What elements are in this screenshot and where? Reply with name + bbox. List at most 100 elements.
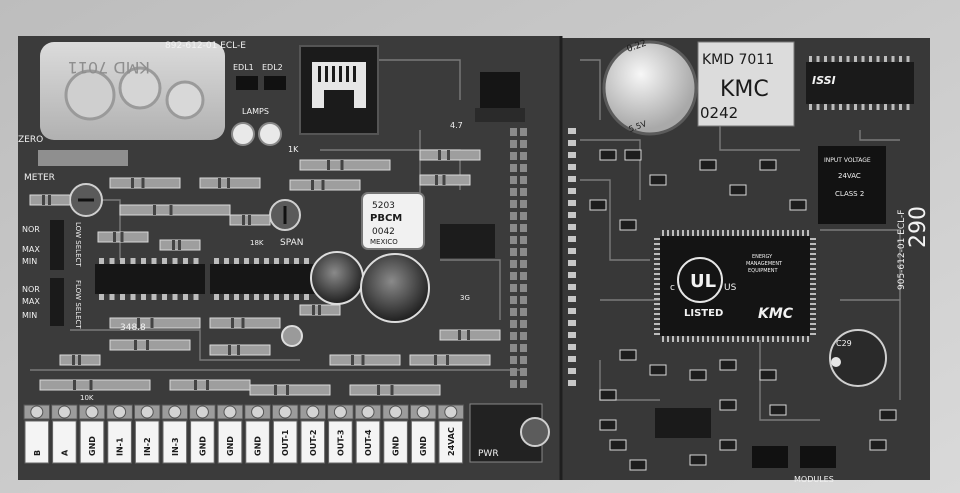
min-2-label: MIN — [22, 311, 37, 320]
label-3g: 3G — [460, 294, 470, 302]
power-led — [520, 417, 550, 447]
listed-text: LISTED — [684, 308, 723, 319]
terminal-label: OUT-1 — [281, 429, 290, 456]
terminal-label: OUT-3 — [336, 430, 345, 456]
ghost-label: KMD 7011 — [68, 58, 150, 77]
board-number: 290 — [906, 206, 931, 248]
min-1-label: MIN — [22, 257, 37, 266]
electrolytic-capacitor-1 — [310, 251, 364, 305]
electrolytic-capacitor-2 — [360, 253, 430, 323]
max-2-label: MAX — [22, 297, 40, 306]
terminal-label: 24VAC — [447, 427, 456, 456]
resistor-array — [29, 149, 897, 471]
dip-ic-2 — [210, 264, 315, 294]
label-10k: 10K — [80, 394, 94, 402]
class2-label: CLASS 2 — [835, 190, 864, 198]
terminal-14[interactable]: GND — [382, 404, 409, 464]
mcu-line-2: 0042 — [372, 227, 395, 237]
kmc-sticker-text: KMC — [720, 77, 769, 102]
dip-ic-1 — [95, 264, 205, 294]
energy-line-2: MANAGEMENT — [746, 261, 783, 267]
terminal-label: IN-2 — [143, 437, 152, 456]
regulator-tab — [475, 108, 525, 122]
supercapacitor: 0.22 5.5V — [602, 39, 698, 136]
vac-label: 24VAC — [838, 172, 861, 180]
terminal-16[interactable]: 24VAC — [437, 404, 465, 464]
low-select-label: LOW SELECT — [74, 222, 82, 267]
terminal-label: GND — [419, 436, 428, 456]
terminal-4[interactable]: IN-1 — [106, 404, 133, 464]
terminal-15[interactable]: GND — [409, 404, 437, 464]
nor-1-label: NOR — [22, 225, 40, 234]
flow-select-jumper — [50, 278, 64, 326]
terminal-label: IN-3 — [171, 437, 180, 456]
ul-mark: UL — [690, 271, 716, 292]
energy-line-3: EQUIPMENT — [748, 268, 778, 274]
terminal-label: A — [60, 449, 69, 456]
terminal-8[interactable]: GND — [216, 404, 244, 464]
label-1k: 1K — [288, 145, 299, 154]
led-2 — [258, 122, 282, 146]
meter-label: METER — [24, 173, 55, 183]
soic-chip — [655, 408, 711, 438]
led-1 — [231, 122, 255, 146]
energy-line-1: ENERGY — [752, 254, 773, 260]
rj-jack — [299, 45, 379, 135]
zero-label: ZERO — [18, 135, 43, 145]
label-4-7: 4.7 — [450, 121, 463, 130]
resistor-value-label: 348.8 — [120, 323, 146, 333]
terminal-label: OUT-4 — [364, 429, 373, 456]
main-processor: UL c US LISTED ENERGY MANAGEMENT EQUIPME… — [660, 236, 810, 336]
dip-pins — [99, 258, 309, 300]
zero-resistor — [38, 150, 128, 166]
sticker-code: 0242 — [700, 104, 738, 122]
clear-relay-module: KMD 7011 — [40, 42, 225, 140]
input-voltage-chip: INPUT VOLTAGE 24VAC CLASS 2 — [818, 146, 886, 224]
mcu-line-3: MEXICO — [370, 238, 398, 246]
input-voltage-label: INPUT VOLTAGE — [824, 157, 871, 164]
terminal-2[interactable]: A — [51, 404, 78, 464]
pwr-label: PWR — [478, 449, 499, 459]
edl1-jumper — [236, 76, 258, 90]
span-label: SPAN — [280, 238, 303, 248]
terminal-7[interactable]: GND — [189, 404, 216, 464]
mcu-line-1: 5203 — [372, 201, 395, 211]
module-header-1 — [752, 446, 788, 468]
mcu-chip: 5203 PBCM 0042 MEXICO — [361, 192, 425, 250]
edl2-jumper — [264, 76, 286, 90]
low-select-jumper — [50, 220, 64, 270]
kmc-logo: KMC — [758, 306, 794, 322]
terminal-1[interactable]: B — [23, 404, 51, 464]
nor-2-label: NOR — [22, 285, 40, 294]
memory-chip: ISSI — [806, 62, 914, 104]
terminal-label: GND — [392, 436, 401, 456]
module-header-2 — [800, 446, 836, 468]
kmd-sticker: KMD 7011 KMC 0242 — [697, 41, 795, 127]
terminal-label: B — [33, 450, 42, 456]
terminal-11[interactable]: OUT-2 — [299, 404, 327, 464]
edl1-label: EDL1 — [233, 63, 254, 72]
part-number-left: 892-612-01 ECL-E — [165, 41, 246, 51]
us-mark: US — [724, 283, 737, 293]
terminal-label: GND — [254, 436, 263, 456]
terminal-3[interactable]: GND — [78, 404, 106, 464]
flow-select-label: FLOW SELECT — [74, 280, 82, 329]
part-number-right: 905-612-01 ECL-F — [897, 210, 907, 290]
terminal-12[interactable]: OUT-3 — [327, 404, 354, 464]
small-capacitor — [281, 325, 303, 347]
edl2-label: EDL2 — [262, 63, 283, 72]
small-ic — [440, 224, 495, 258]
terminal-label: OUT-2 — [309, 430, 318, 456]
terminal-label: GND — [88, 436, 97, 456]
terminal-10[interactable]: OUT-1 — [271, 404, 299, 464]
terminal-6[interactable]: IN-3 — [161, 404, 189, 464]
lamps-label: LAMPS — [242, 107, 269, 116]
kmd-label: KMD 7011 — [702, 52, 774, 68]
label-18k: 18K — [250, 239, 264, 247]
terminal-13[interactable]: OUT-4 — [354, 404, 382, 464]
terminal-5[interactable]: IN-2 — [133, 404, 161, 464]
terminal-label: GND — [198, 436, 207, 456]
terminal-9[interactable]: GND — [244, 404, 271, 464]
